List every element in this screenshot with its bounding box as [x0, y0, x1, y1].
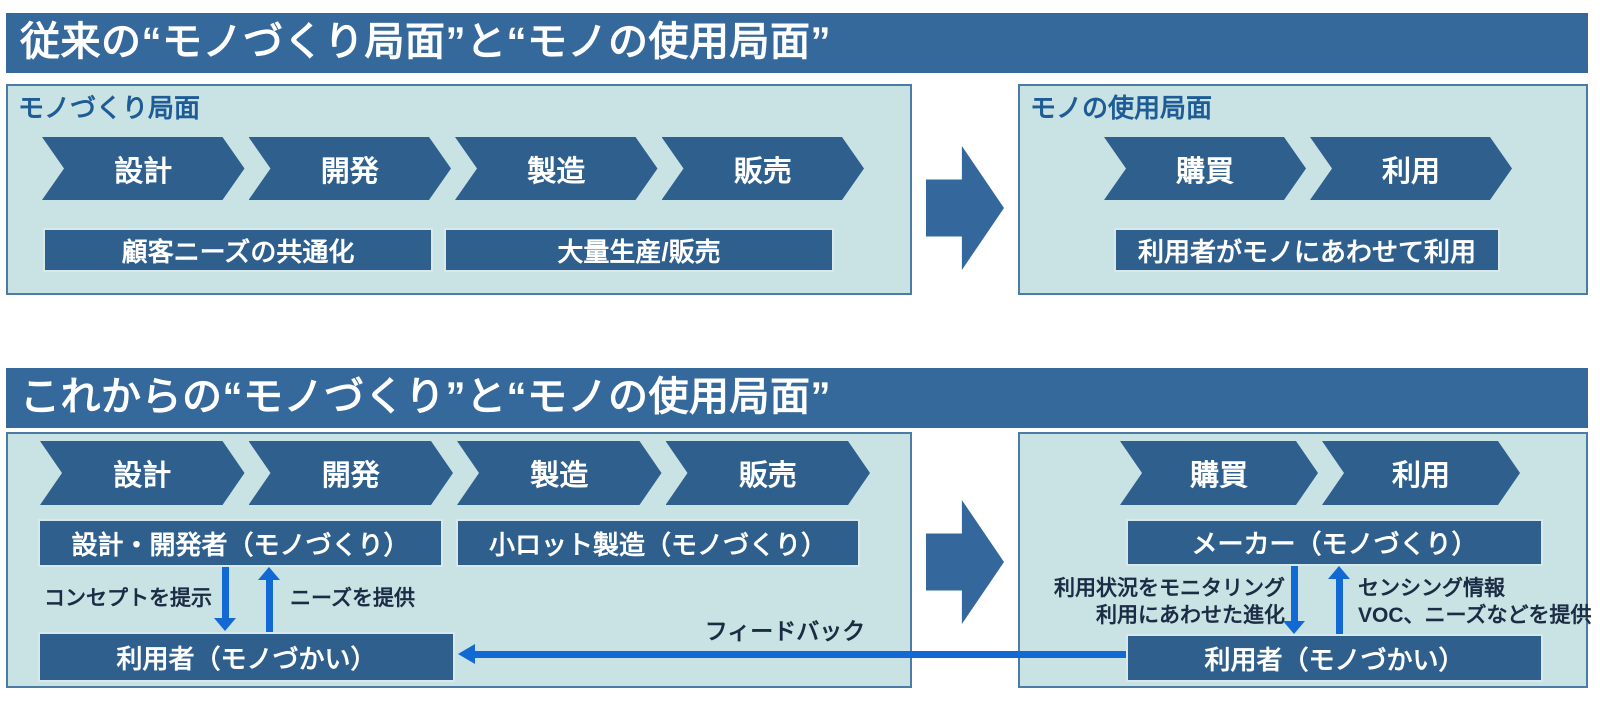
monitoring-label-line2: 利用にあわせた進化: [1096, 604, 1285, 627]
making-phase-panel-title: モノづくり局面: [18, 93, 201, 123]
future-usage-chevron-band: 購買 利用: [1120, 441, 1520, 505]
user-fits-product-box: 利用者がモノにあわせて利用: [1114, 228, 1500, 272]
user-box-left: 利用者（モノづかい）: [38, 632, 455, 682]
chevron-design: 設計: [40, 441, 245, 505]
customer-needs-box: 顧客ニーズの共通化: [43, 228, 433, 272]
chevron-purchase: 購買: [1120, 441, 1318, 505]
chevron-manufacturing: 製造: [455, 137, 658, 200]
small-lot-production-box: 小ロット製造（モノづくり）: [456, 519, 860, 567]
chevron-sales: 販売: [666, 441, 871, 505]
mass-production-box: 大量生産/販売: [444, 228, 834, 272]
chevron-development: 開発: [249, 441, 454, 505]
sensing-label: センシング情報 VOC、ニーズなどを提供: [1358, 575, 1591, 629]
concept-down-arrow-icon: [214, 567, 236, 631]
sensing-label-line2: VOC、ニーズなどを提供: [1358, 604, 1592, 627]
feedback-arrow-icon: [458, 644, 1126, 664]
section2-banner: これからの“モノづくり”と“モノの使用局面”: [6, 368, 1588, 428]
section1-banner-title: 従来の“モノづくり局面”と“モノの使用局面”: [20, 20, 831, 64]
sensing-up-arrow-icon: [1328, 566, 1350, 634]
section2-banner-title: これからの“モノづくり”と“モノの使用局面”: [20, 375, 831, 419]
maker-box: メーカー（モノづくり）: [1126, 519, 1543, 566]
usage-phase-panel-title: モノの使用局面: [1030, 93, 1213, 123]
future-making-chevron-band: 設計 開発 製造 販売: [40, 441, 870, 505]
chevron-use: 利用: [1322, 441, 1520, 505]
designer-developer-box: 設計・開発者（モノづくり）: [38, 519, 443, 567]
user-box-right: 利用者（モノづかい）: [1126, 634, 1543, 682]
needs-up-arrow-icon: [258, 567, 280, 633]
usage-process-chevron-band: 購買 利用: [1104, 137, 1512, 200]
sensing-label-line1: センシング情報: [1358, 577, 1505, 600]
chevron-purchase: 購買: [1104, 137, 1306, 200]
chevron-sales: 販売: [662, 137, 865, 200]
chevron-design: 設計: [42, 137, 245, 200]
monitoring-label: 利用状況をモニタリング 利用にあわせた進化: [1040, 575, 1285, 629]
monitoring-down-arrow-icon: [1283, 566, 1305, 634]
feedback-label: フィードバック: [704, 618, 866, 644]
making-process-chevron-band: 設計 開発 製造 販売: [42, 137, 864, 200]
phase-transition-arrow-icon: [926, 500, 1004, 624]
phase-transition-arrow-icon: [926, 146, 1004, 270]
needs-label: ニーズを提供: [290, 587, 415, 610]
chevron-use: 利用: [1310, 137, 1512, 200]
monitoring-label-line1: 利用状況をモニタリング: [1054, 577, 1285, 600]
concept-label: コンセプトを提示: [44, 587, 212, 610]
chevron-development: 開発: [249, 137, 452, 200]
section1-banner: 従来の“モノづくり局面”と“モノの使用局面”: [6, 13, 1588, 73]
chevron-manufacturing: 製造: [457, 441, 662, 505]
